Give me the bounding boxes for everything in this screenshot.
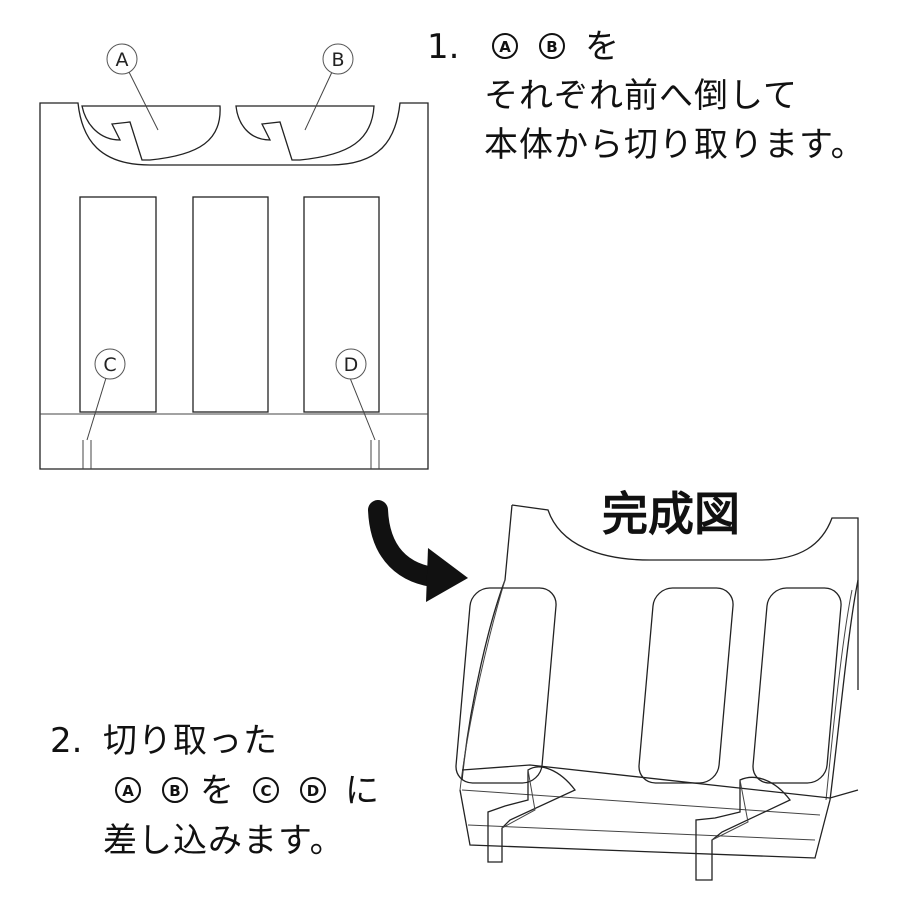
step-1-line-1-suffix: を <box>585 27 620 67</box>
stand-right-edge-inner <box>825 589 853 801</box>
step-2-badge-b: B <box>162 777 188 803</box>
step-2-line-3: 差し込みます。 <box>103 821 345 861</box>
stand-base-mid <box>461 789 821 816</box>
step-1-badge-a: A <box>492 33 518 59</box>
step-2-badge-a-label: A <box>122 782 134 800</box>
stand-window-center <box>638 587 734 784</box>
leader-c <box>86 377 107 441</box>
step-1-badge-b-label: B <box>546 38 557 56</box>
step-2-badge-b-label: B <box>169 782 180 800</box>
callout-c-label: C <box>103 354 116 376</box>
stand-leg-left-edge <box>501 769 536 829</box>
step-1-badge-a-label: A <box>499 38 511 56</box>
step-1-line-2: それぞれ前へ倒して <box>484 76 798 116</box>
leader-b <box>304 71 333 131</box>
callout-d-label: D <box>344 354 359 376</box>
completed-title: 完成図 <box>602 487 740 541</box>
callout-b-label: B <box>331 49 344 71</box>
stand-leg-right <box>695 776 791 881</box>
step-2-word-ni: に <box>345 771 380 811</box>
stand-window-left <box>455 587 557 784</box>
tab-a-shape <box>81 105 221 161</box>
stand-right-edge <box>829 579 859 801</box>
step-2-number: 2. <box>50 721 82 761</box>
callout-b: B <box>322 43 354 75</box>
callout-d: D <box>335 348 367 380</box>
stand-window-right <box>752 587 842 784</box>
callout-a-label: A <box>116 49 129 71</box>
flat-panel-drawing: A B C D <box>39 43 429 470</box>
step-2-badge-d: D <box>300 777 326 803</box>
stand-base-lower <box>467 824 816 841</box>
step-2-badge-a: A <box>115 777 141 803</box>
stand-base-front <box>459 789 831 859</box>
callout-c: C <box>94 348 126 380</box>
step-2-line-1: 切り取った <box>103 721 278 761</box>
callout-a: A <box>106 43 138 75</box>
stand-left-edge-inner <box>459 579 506 791</box>
stand-left-edge <box>461 504 513 781</box>
stand-back-panel <box>511 504 859 690</box>
leader-a <box>128 71 159 131</box>
panel-window-right <box>303 196 380 413</box>
step-2-badge-d-label: D <box>307 782 319 800</box>
step-2-badge-c-label: C <box>260 782 271 800</box>
stand-leg-right-edge <box>711 779 749 841</box>
leader-d <box>349 377 376 441</box>
step-1-instructions: 1. A B を それぞれ前へ倒して 本体から切り取ります。 <box>427 27 866 165</box>
tab-b-shape <box>235 105 375 161</box>
step-2-badge-c: C <box>253 777 279 803</box>
step-1-line-3: 本体から切り取ります。 <box>484 125 866 165</box>
step-1-number: 1. <box>427 27 459 67</box>
panel-outline <box>39 102 429 470</box>
stand-base-top <box>461 764 859 799</box>
panel-window-center <box>192 196 269 413</box>
step-1-badge-b: B <box>539 33 565 59</box>
step-2-instructions: 2. 切り取った A B を C D に 差し込みます。 <box>50 721 380 861</box>
curved-arrow-icon <box>368 500 468 602</box>
assembled-stand-drawing <box>455 504 859 881</box>
panel-window-left <box>79 196 157 413</box>
step-2-word-wo: を <box>200 771 235 811</box>
